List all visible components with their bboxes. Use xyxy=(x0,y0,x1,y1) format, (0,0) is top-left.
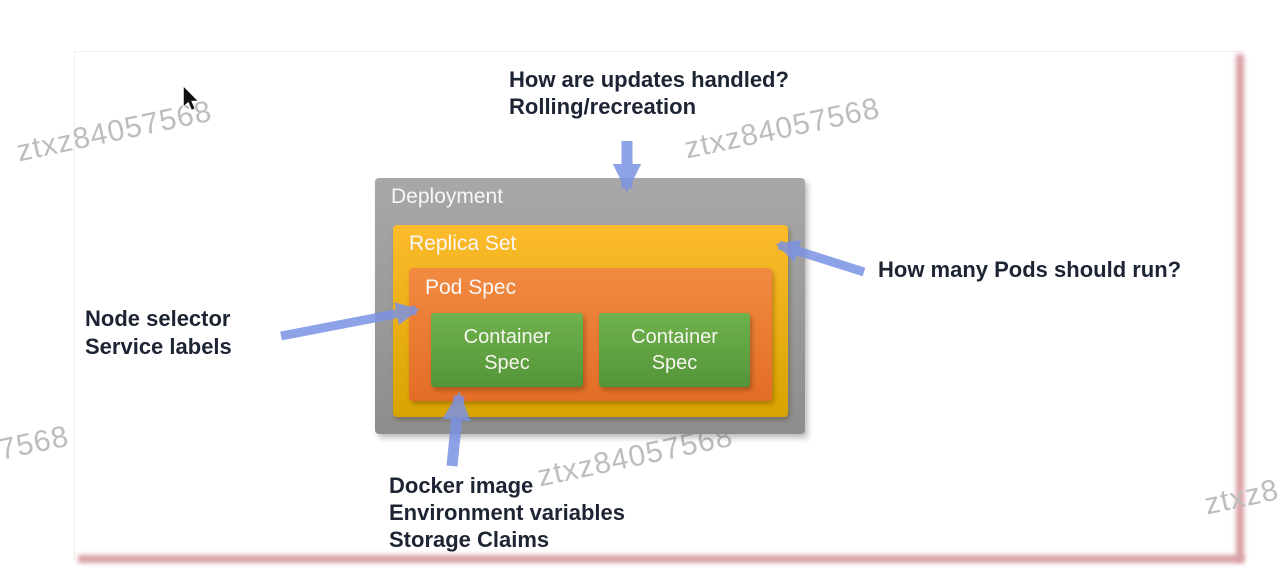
pod-spec-box: Pod Spec Container Spec Container Spec xyxy=(409,268,772,401)
container-spec-box: Container Spec xyxy=(431,313,583,387)
annotation-line: Rolling/recreation xyxy=(509,94,697,119)
annotation-replicas: How many Pods should run? xyxy=(878,256,1181,283)
container-spec-label: Container Spec xyxy=(463,326,551,374)
replica-set-box: Replica Set Pod Spec Container Spec Cont… xyxy=(393,225,788,417)
deployment-label: Deployment xyxy=(391,185,504,208)
annotation-line: How many Pods should run? xyxy=(878,257,1182,282)
annotation-docker: Docker image Environment variables Stora… xyxy=(389,472,625,553)
annotation-line: Storage Claims xyxy=(389,527,550,552)
container-spec-box: Container Spec xyxy=(599,313,750,387)
annotation-line: Docker image xyxy=(389,473,534,498)
annotation-node-selector: Node selector Service labels xyxy=(85,305,232,361)
slide-edge-right xyxy=(1236,54,1244,561)
mouse-cursor-icon xyxy=(182,86,200,111)
slide-edge-top xyxy=(75,51,1243,52)
annotation-line: Service labels xyxy=(85,334,232,359)
deployment-box: Deployment Replica Set Pod Spec Containe… xyxy=(375,178,805,434)
annotation-line: Node selector xyxy=(85,306,231,331)
replica-set-label: Replica Set xyxy=(409,232,517,255)
annotation-line: Environment variables xyxy=(389,500,625,525)
slide-edge-left xyxy=(74,51,75,560)
container-spec-label: Container Spec xyxy=(631,326,718,374)
annotation-updates: How are updates handled? Rolling/recreat… xyxy=(509,66,789,120)
slide-edge-bottom xyxy=(78,555,1244,563)
annotation-line: How are updates handled? xyxy=(509,67,789,92)
pod-spec-label: Pod Spec xyxy=(425,276,517,299)
watermark: ztxz84057568 xyxy=(0,419,72,494)
